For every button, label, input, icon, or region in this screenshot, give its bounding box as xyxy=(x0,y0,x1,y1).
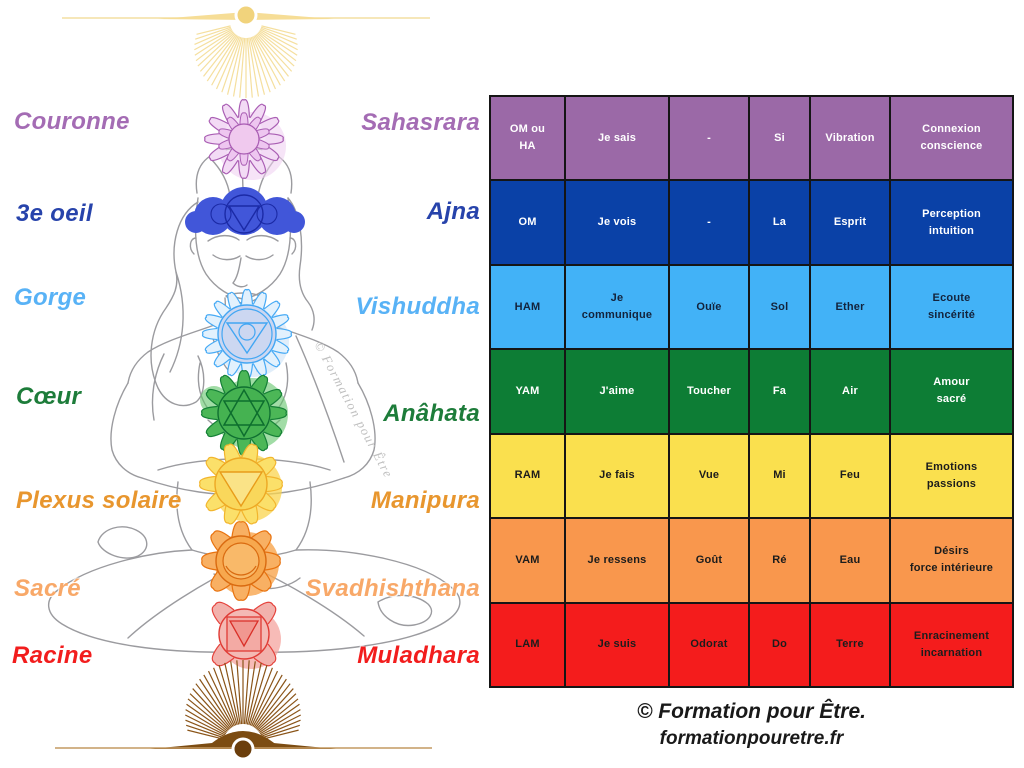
cell-third-eye-sens: - xyxy=(669,180,749,265)
sacral-chakra-symbol xyxy=(201,521,281,601)
cell-throat-affirmation: Je communique xyxy=(565,264,669,350)
meditating-woman-illustration: © Formation pour Être xyxy=(48,3,461,761)
chakra-label-french-solar-plexus: Plexus solaire xyxy=(16,487,182,514)
cell-root-mantra: LAM xyxy=(490,602,565,687)
footer-website: formationpouretre.fr xyxy=(659,728,844,749)
cell-throat-element: Ether xyxy=(810,264,890,350)
footer-copyright: © Formation pour Être. xyxy=(637,700,866,723)
cell-third-eye-note: La xyxy=(749,180,810,265)
cell-solar-plexus-sens: Vue xyxy=(669,433,749,519)
cell-sacral-element: Eau xyxy=(810,518,890,603)
cell-root-note: Do xyxy=(749,602,810,687)
cell-throat-mantra: HAM xyxy=(490,264,565,350)
cell-throat-sens: Ouïe xyxy=(669,264,749,350)
throat-chakra-symbol xyxy=(201,288,293,380)
chakra-label-sanskrit-crown: Sahasrara xyxy=(361,109,480,136)
cell-throat-note: Sol xyxy=(749,264,810,350)
chakra-label-french-heart: Cœur xyxy=(16,383,82,410)
chakra-label-french-sacral: Sacré xyxy=(14,575,81,602)
cell-crown-signification: Connexion conscience xyxy=(890,96,1013,181)
cell-crown-element: Vibration xyxy=(810,96,890,181)
cell-third-eye-mantra: OM xyxy=(490,180,565,265)
cell-heart-mantra: YAM xyxy=(490,349,565,434)
cell-solar-plexus-affirmation: Je fais xyxy=(565,433,669,519)
solar-plexus-chakra-symbol xyxy=(199,443,283,525)
cell-sacral-note: Ré xyxy=(749,518,810,603)
cell-third-eye-element: Esprit xyxy=(810,180,890,265)
chakra-label-sanskrit-solar-plexus: Manipura xyxy=(370,487,480,514)
root-chakra-symbol xyxy=(211,601,281,669)
cell-third-eye-affirmation: Je vois xyxy=(565,180,669,265)
cell-sacral-signification: Désirs force intérieure xyxy=(890,518,1013,603)
cell-crown-affirmation: Je sais xyxy=(565,96,669,181)
footer-credit: © Formation pour Être. formationpouretre… xyxy=(489,700,1014,750)
cell-crown-note: Si xyxy=(749,96,810,181)
cell-crown-sens: - xyxy=(669,96,749,181)
cell-sacral-sens: Goût xyxy=(669,518,749,603)
cell-throat-signification: Ecoute sincérité xyxy=(890,264,1013,350)
chakra-label-sanskrit-root: Muladhara xyxy=(357,642,480,669)
bottom-sun-icon xyxy=(55,660,432,761)
cell-root-affirmation: Je suis xyxy=(565,602,669,687)
cell-heart-element: Air xyxy=(810,349,890,434)
cell-sacral-affirmation: Je ressens xyxy=(565,518,669,603)
third-eye-chakra-symbol xyxy=(185,187,305,235)
top-sun-icon xyxy=(62,3,430,98)
cell-solar-plexus-note: Mi xyxy=(749,433,810,519)
cell-root-signification: Enracinement incarnation xyxy=(890,602,1013,687)
cell-sacral-mantra: VAM xyxy=(490,518,565,603)
cell-solar-plexus-mantra: RAM xyxy=(490,433,565,519)
cell-third-eye-signification: Perception intuition xyxy=(890,180,1013,265)
cell-heart-affirmation: J'aime xyxy=(565,349,669,434)
chakra-label-sanskrit-sacral: Svadhishthana xyxy=(305,575,480,602)
cell-solar-plexus-signification: Emotions passions xyxy=(890,433,1013,519)
cell-solar-plexus-element: Feu xyxy=(810,433,890,519)
cell-heart-signification: Amour sacré xyxy=(890,349,1013,434)
chakra-label-sanskrit-heart: Anâhata xyxy=(383,400,480,427)
crown-chakra-symbol xyxy=(204,99,286,180)
cell-heart-note: Fa xyxy=(749,349,810,434)
heart-chakra-symbol xyxy=(200,369,288,457)
chakra-label-french-crown: Couronne xyxy=(14,108,130,135)
cell-heart-sens: Toucher xyxy=(669,349,749,434)
cell-crown-mantra: OM ou HA xyxy=(490,96,565,181)
cell-root-sens: Odorat xyxy=(669,602,749,687)
chakra-label-sanskrit-throat: Vishuddha xyxy=(355,293,480,320)
chakra-label-french-throat: Gorge xyxy=(14,284,87,311)
cell-root-element: Terre xyxy=(810,602,890,687)
chakra-label-french-third-eye: 3e oeil xyxy=(16,200,93,227)
chakra-label-french-root: Racine xyxy=(12,642,93,669)
chakra-label-sanskrit-third-eye: Ajna xyxy=(426,198,480,225)
